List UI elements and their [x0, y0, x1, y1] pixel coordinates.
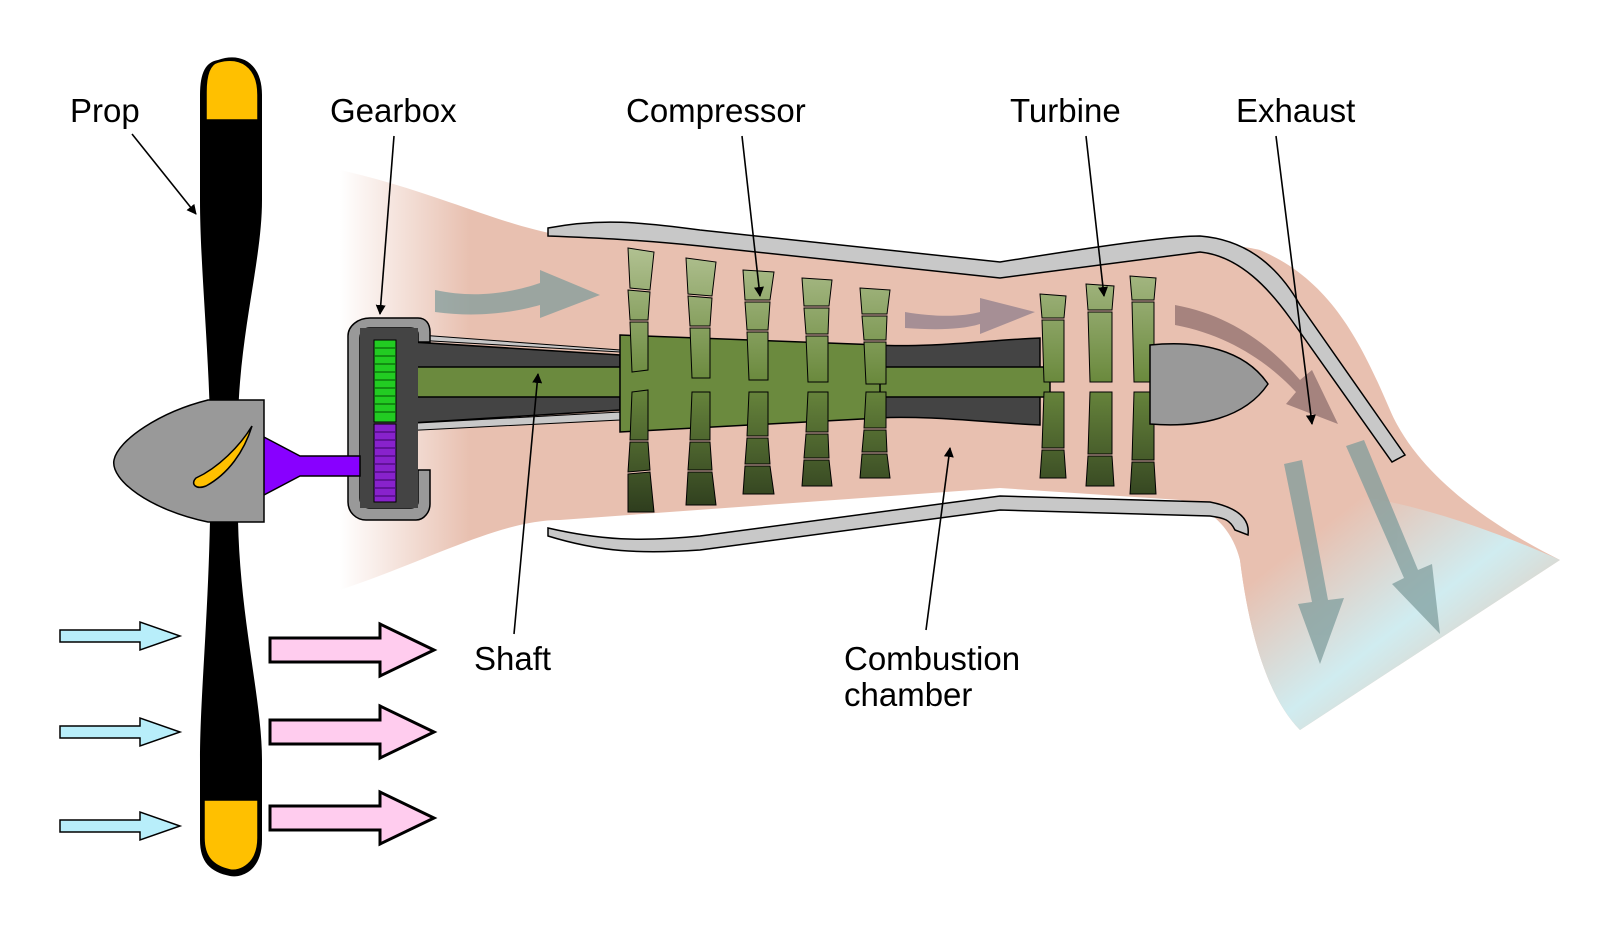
thrust-arrows	[268, 621, 438, 847]
turbine-stage-1	[1039, 293, 1067, 479]
intake-arrows	[59, 620, 183, 842]
flow-arrow-icon	[905, 298, 1035, 334]
right-arrow-icon	[268, 621, 438, 679]
turbine-stage-2	[1085, 283, 1115, 487]
prop-blade-root	[192, 425, 253, 489]
right-arrow-icon	[268, 703, 438, 761]
prop-tip-lower	[203, 799, 259, 872]
labels: Prop Gearbox Compressor Turbine Exhaust …	[70, 92, 1355, 713]
turbine-blades	[1039, 275, 1157, 495]
prop-blade-lower	[200, 520, 262, 877]
right-arrow-icon	[59, 716, 183, 748]
right-arrow-icon	[59, 620, 183, 652]
combustion-label-line1: Combustion	[844, 640, 1020, 677]
flow-arrow-icon	[1284, 460, 1344, 664]
gearbox	[347, 317, 431, 521]
compressor-stage-1	[627, 247, 655, 513]
shaft-label: Shaft	[474, 640, 551, 677]
prop-spinner	[113, 399, 265, 523]
turbine-label: Turbine	[1010, 92, 1121, 129]
engine-casing	[547, 221, 1407, 553]
compressor-stage-3	[742, 269, 775, 495]
compressor-label: Compressor	[626, 92, 806, 129]
prop-blade-upper	[200, 57, 262, 421]
compressor-blades	[627, 247, 891, 513]
turbine-stage-3	[1129, 275, 1157, 495]
leader-lines	[131, 133, 1316, 635]
gearbox-label: Gearbox	[330, 92, 457, 129]
flow-arrow-icon	[435, 270, 600, 318]
right-arrow-icon	[59, 810, 183, 842]
prop-label: Prop	[70, 92, 140, 129]
right-arrow-icon	[268, 789, 438, 847]
propeller	[113, 57, 265, 877]
combustion-label-line2: chamber	[844, 676, 972, 713]
exhaust-label: Exhaust	[1236, 92, 1355, 129]
compressor-stage-2	[685, 257, 717, 506]
prop-tip-upper	[205, 59, 259, 121]
exhaust-cone	[1149, 343, 1269, 426]
compressor-stage-5	[859, 287, 891, 479]
flow-arrow-icon	[1175, 305, 1338, 424]
compressor-stage-4	[801, 277, 833, 487]
flow-arrows	[435, 270, 1440, 664]
flow-arrow-icon	[1346, 440, 1440, 634]
